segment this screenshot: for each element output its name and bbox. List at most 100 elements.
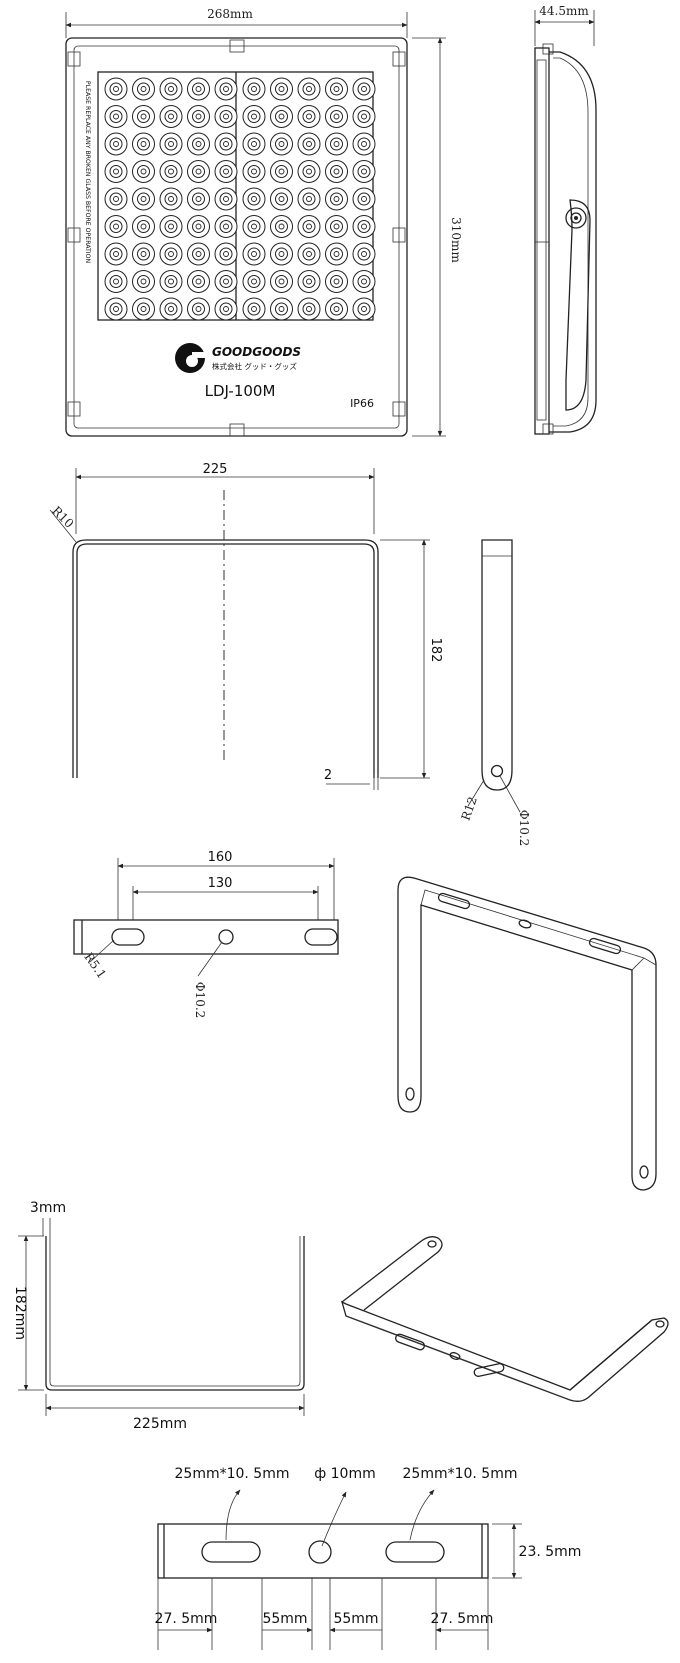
led-lens <box>325 297 348 321</box>
led-lens-ring <box>275 192 288 206</box>
led-chip <box>361 141 367 147</box>
led-lens-ring <box>275 82 288 96</box>
led-lens-ring <box>357 275 371 288</box>
led-lens <box>270 132 293 156</box>
led-chip <box>278 113 285 120</box>
led-chip <box>140 86 147 92</box>
led-lens-ring <box>109 192 123 206</box>
led-chip <box>251 196 257 202</box>
led-chip <box>361 168 367 175</box>
led-chip <box>140 168 147 175</box>
led-chip <box>223 141 229 147</box>
led-lens-ring <box>137 82 150 96</box>
brand-subtitle: 株式会社 グッド・グッズ <box>212 361 297 371</box>
led-chip <box>278 168 285 175</box>
led-chip <box>195 251 202 257</box>
led-lens <box>159 77 183 101</box>
led-lens-ring <box>302 192 316 206</box>
led-lens-ring <box>137 247 150 261</box>
led-chip <box>251 223 257 230</box>
led-lens-ring <box>137 220 150 233</box>
led-chip <box>195 86 202 92</box>
led-chip <box>168 141 174 147</box>
top-outer-label: 160 <box>208 850 233 865</box>
led-lens <box>159 132 183 156</box>
simple-thickness-label: 3mm <box>30 1200 66 1216</box>
led-lens-ring <box>164 165 178 178</box>
led-grid <box>104 77 376 321</box>
led-lens-ring <box>330 220 343 233</box>
led-lens-ring <box>192 82 205 96</box>
led-chip <box>251 86 257 92</box>
led-lens-ring <box>302 275 316 288</box>
led-lens-ring <box>137 165 150 178</box>
led-chip <box>278 196 285 202</box>
led-lens-ring <box>164 137 178 151</box>
led-lens-ring <box>137 275 150 288</box>
led-chip <box>113 113 119 120</box>
led-lens-ring <box>357 82 371 96</box>
top-hole-label: Φ10.2 <box>193 982 207 1019</box>
led-chip <box>140 251 147 257</box>
bracket-isometric-view-2 <box>340 1236 669 1402</box>
led-chip <box>251 306 257 312</box>
simple-height-label: 182mm <box>12 1286 28 1340</box>
plan-hole-label: ф 10mm <box>314 1466 376 1482</box>
led-lens <box>132 215 155 238</box>
ip-rating-label: IP66 <box>350 397 374 410</box>
led-chip <box>306 196 312 202</box>
led-lens <box>270 77 293 101</box>
plan-height-label: 23. 5mm <box>519 1544 582 1560</box>
led-lens <box>270 242 293 266</box>
led-chip <box>195 278 202 285</box>
led-lens-ring <box>109 110 123 123</box>
led-lens <box>214 160 238 183</box>
bracket-front-view: 225 R10 182 2 <box>49 462 443 790</box>
led-lens-ring <box>137 302 150 316</box>
led-lens <box>270 270 293 293</box>
led-lens <box>270 215 293 238</box>
led-lens-ring <box>330 275 343 288</box>
model-label: LDJ-100M <box>205 382 276 400</box>
front-width-label: 268mm <box>207 7 253 21</box>
led-lens-ring <box>219 165 233 178</box>
led-chip <box>223 278 229 285</box>
led-lens <box>297 187 321 211</box>
brand-name: GOODGOODS <box>212 345 301 359</box>
led-lens <box>132 297 155 321</box>
led-lens <box>132 132 155 156</box>
led-lens-ring <box>357 192 371 206</box>
led-lens-ring <box>247 192 261 206</box>
led-chip <box>251 278 257 285</box>
bracket-thickness-label: 2 <box>324 768 332 783</box>
led-lens-ring <box>109 275 123 288</box>
led-lens <box>187 187 210 211</box>
led-chip <box>361 223 367 230</box>
led-lens <box>242 242 266 266</box>
led-lens-ring <box>302 247 316 261</box>
led-lens <box>187 160 210 183</box>
top-inner-label: 130 <box>208 876 233 891</box>
led-lens <box>325 132 348 156</box>
led-lens <box>242 187 266 211</box>
side-depth-label: 44.5mm <box>539 4 589 18</box>
led-lens-ring <box>330 192 343 206</box>
led-lens <box>187 270 210 293</box>
led-lens <box>104 297 128 321</box>
led-lens-ring <box>302 82 316 96</box>
led-lens-ring <box>330 165 343 178</box>
led-chip <box>361 86 367 92</box>
led-lens-ring <box>137 137 150 151</box>
led-lens <box>214 187 238 211</box>
bracket-width-label: 225 <box>203 462 228 477</box>
led-chip <box>306 306 312 312</box>
led-lens <box>159 160 183 183</box>
led-lens-ring <box>164 110 178 123</box>
led-lens-ring <box>109 137 123 151</box>
bracket-height-label: 182 <box>428 638 443 663</box>
led-lens <box>187 215 210 238</box>
brand-logo <box>175 343 206 373</box>
led-chip <box>333 141 340 147</box>
led-lens-ring <box>330 110 343 123</box>
